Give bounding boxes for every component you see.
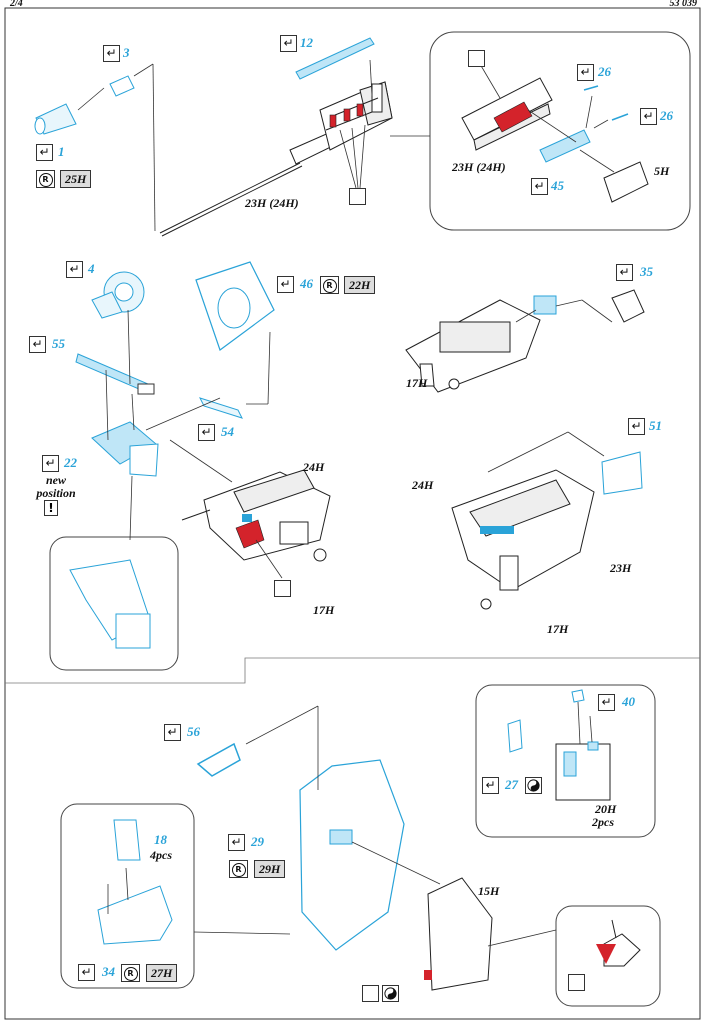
yin-yang-paint-icon bbox=[525, 777, 542, 794]
hatch-icon bbox=[349, 188, 366, 205]
step-4: 4 bbox=[88, 261, 95, 276]
check-arrow-icon: ↵ bbox=[164, 724, 181, 741]
check-arrow-icon: ↵ bbox=[628, 418, 645, 435]
check-arrow-icon: ↵ bbox=[78, 964, 95, 981]
label-2pcs: 2pcs bbox=[592, 815, 614, 829]
check-arrow-icon: ↵ bbox=[66, 261, 83, 278]
receiver-assembly-drawing bbox=[181, 469, 331, 562]
part-outline-icon bbox=[568, 974, 585, 991]
page-number: 2/4 bbox=[10, 0, 23, 9]
check-arrow-icon: ↵ bbox=[598, 694, 615, 711]
check-arrow-icon: ↵ bbox=[616, 264, 633, 281]
step-27: 27 bbox=[505, 777, 518, 792]
step-3: 3 bbox=[123, 45, 130, 60]
step-26a: 26 bbox=[598, 64, 611, 79]
label-17h-b: 17H bbox=[313, 603, 335, 617]
resin-r-icon: R bbox=[36, 170, 55, 188]
step-12: 12 bbox=[300, 35, 313, 50]
frame-17h-drawing bbox=[405, 299, 541, 393]
check-arrow-icon: ↵ bbox=[482, 777, 499, 794]
label-15h: 15H bbox=[478, 884, 500, 898]
check-arrow-icon: ↵ bbox=[577, 64, 594, 81]
ref-27h: 27H bbox=[146, 964, 178, 982]
label-23h: 23H bbox=[610, 561, 632, 575]
check-arrow-icon: ↵ bbox=[228, 834, 245, 851]
part-outline-icon bbox=[362, 985, 379, 1002]
part-outline-icon bbox=[274, 580, 291, 597]
ref-29h: 29H bbox=[254, 860, 286, 878]
resin-r-icon: R bbox=[121, 964, 140, 982]
resin-r-icon: R bbox=[320, 276, 339, 294]
check-arrow-icon: ↵ bbox=[280, 35, 297, 52]
label-gun-inset: 23H (24H) bbox=[452, 160, 506, 174]
step-22: 22 bbox=[64, 455, 77, 470]
step-55: 55 bbox=[52, 336, 65, 351]
label-5h: 5H bbox=[654, 164, 670, 178]
step-29: 29 bbox=[251, 834, 264, 849]
check-arrow-icon: ↵ bbox=[640, 108, 657, 125]
step-40: 40 bbox=[622, 694, 635, 709]
check-arrow-icon: ↵ bbox=[277, 276, 294, 293]
part-outline-icon bbox=[468, 50, 485, 67]
machine-gun-drawing bbox=[159, 81, 393, 237]
label-20h: 20H bbox=[595, 802, 617, 816]
yin-yang-paint-icon bbox=[382, 985, 399, 1002]
step-35: 35 bbox=[640, 264, 653, 279]
step-1: 1 bbox=[58, 144, 65, 159]
label-4pcs: 4pcs bbox=[150, 848, 172, 862]
resin-r-icon: R bbox=[229, 860, 248, 878]
frame-24h-23h-drawing bbox=[451, 469, 595, 610]
step-34: 34 bbox=[102, 964, 115, 979]
check-arrow-icon: ↵ bbox=[198, 424, 215, 441]
step-26b: 26 bbox=[660, 108, 673, 123]
check-arrow-icon: ↵ bbox=[531, 178, 548, 195]
ref-25h: 25H bbox=[60, 170, 92, 188]
step-46: 46 bbox=[300, 276, 313, 291]
check-arrow-icon: ↵ bbox=[29, 336, 46, 353]
label-24h-b: 24H bbox=[412, 478, 434, 492]
note-new-position: new position bbox=[36, 473, 76, 500]
step-56: 56 bbox=[187, 724, 200, 739]
label-17h-c: 17H bbox=[547, 622, 569, 636]
step-18: 18 bbox=[154, 832, 167, 847]
product-code: 53 039 bbox=[669, 0, 698, 9]
check-arrow-icon: ↵ bbox=[103, 45, 120, 62]
step-54: 54 bbox=[221, 424, 234, 439]
step-51: 51 bbox=[649, 418, 662, 433]
exclamation-icon: ! bbox=[44, 500, 58, 516]
label-gun-main: 23H (24H) bbox=[245, 196, 299, 210]
check-arrow-icon: ↵ bbox=[36, 144, 53, 161]
label-17h-a: 17H bbox=[406, 376, 428, 390]
ref-22h: 22H bbox=[344, 276, 376, 294]
check-arrow-icon: ↵ bbox=[42, 455, 59, 472]
label-24h-a: 24H bbox=[303, 460, 325, 474]
step-45: 45 bbox=[551, 178, 564, 193]
